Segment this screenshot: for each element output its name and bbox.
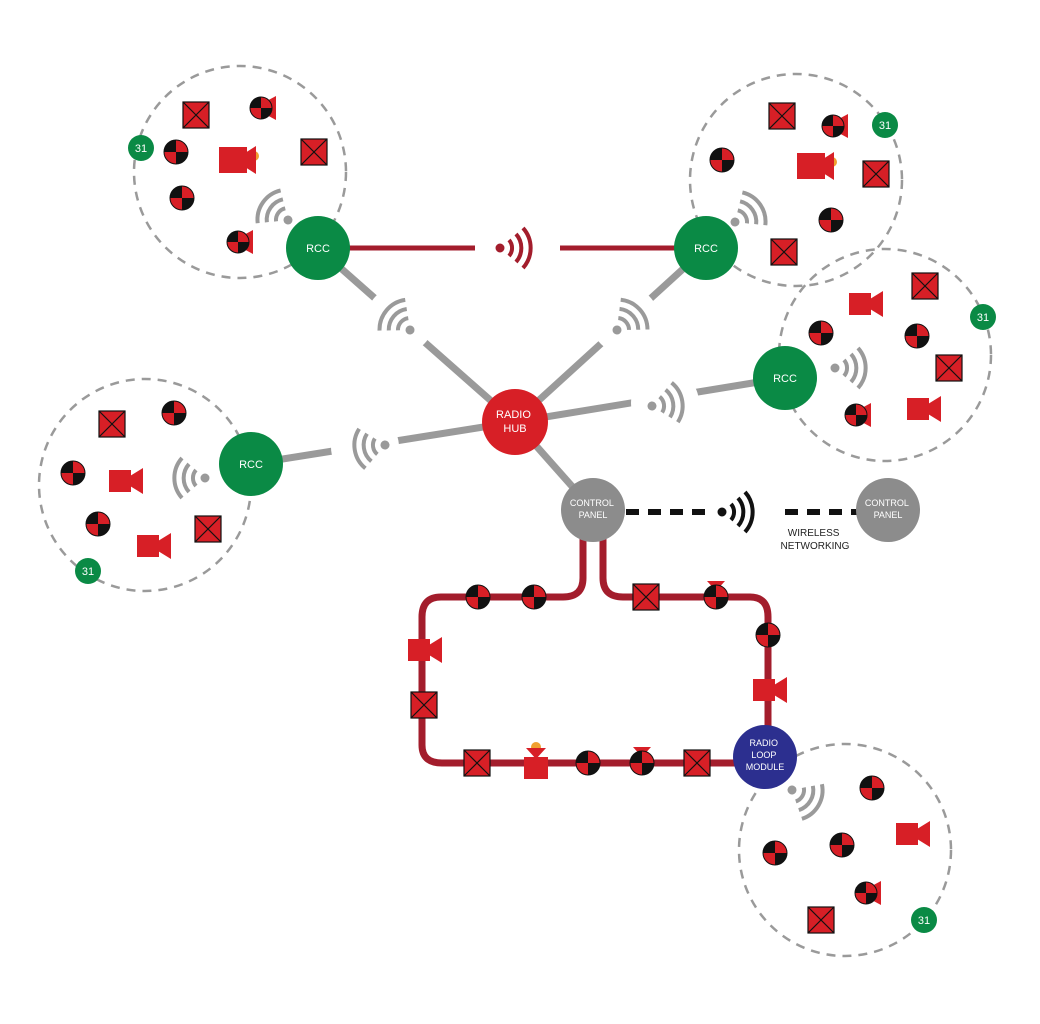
wired-loop — [418, 535, 772, 767]
svg-text:31: 31 — [977, 312, 989, 324]
call-point-icon — [194, 515, 222, 543]
control-panel-node: CONTROL PANEL — [561, 478, 625, 542]
detector-icon — [85, 511, 111, 537]
detector-icon — [859, 775, 885, 801]
control-panel-label: CONTROL PANEL — [570, 498, 616, 520]
wifi-signal-icon — [829, 346, 868, 390]
cluster-bottom-right-devices — [762, 775, 930, 934]
wireless-networking-link: WIRELESS NETWORKING — [626, 490, 857, 552]
sounder-icon — [907, 396, 941, 422]
detector-sounder-icon — [703, 580, 729, 610]
detector-icon — [60, 460, 86, 486]
cluster-bottom-right — [737, 742, 953, 958]
loop-devices — [408, 580, 787, 779]
svg-text:31: 31 — [879, 120, 891, 132]
radio-loop-module-label: RADIO LOOP MODULE — [746, 738, 785, 772]
wireless-links — [250, 245, 784, 513]
svg-text:31: 31 — [135, 143, 147, 155]
detector-icon — [709, 147, 735, 173]
rcc-node-top-right: RCC — [674, 216, 738, 280]
detector-sounder-icon — [844, 402, 872, 428]
cluster-badges: 31 31 31 31 31 — [75, 112, 996, 933]
call-point-icon — [683, 749, 711, 777]
wireless-networking-signal-icon — [716, 490, 755, 534]
sounder-beacon-icon — [797, 152, 837, 180]
radio-link-signal-icon — [494, 226, 533, 270]
cluster-badge: 31 — [970, 304, 996, 330]
radio-hub-label: RADIO HUB — [496, 409, 534, 435]
detector-icon — [904, 323, 930, 349]
detector-icon — [575, 750, 601, 776]
rcc-label: RCC — [306, 243, 330, 255]
svg-text:31: 31 — [918, 915, 930, 927]
cluster-left-devices — [60, 400, 222, 559]
detector-sounder-icon — [854, 880, 882, 906]
remote-control-panel-label: CONTROL PANEL — [865, 498, 911, 520]
sounder-icon — [109, 468, 143, 494]
cluster-right — [777, 247, 993, 463]
cluster-badge: 31 — [75, 558, 101, 584]
call-point-icon — [807, 906, 835, 934]
detector-icon — [829, 832, 855, 858]
cluster-top-right — [688, 72, 904, 288]
sounder-icon — [753, 677, 787, 703]
sounder-icon — [896, 821, 930, 847]
rcc-radio-link — [318, 226, 706, 270]
sounder-icon — [849, 291, 883, 317]
cluster-top-left — [132, 64, 348, 280]
call-point-icon — [935, 354, 963, 382]
rcc-node-left: RCC — [219, 432, 283, 496]
call-point-icon — [410, 691, 438, 719]
cluster-badge: 31 — [128, 135, 154, 161]
remote-control-panel-node: CONTROL PANEL — [856, 478, 920, 542]
rcc-label: RCC — [773, 373, 797, 385]
call-point-icon — [911, 272, 939, 300]
cluster-right-devices — [808, 272, 963, 428]
detector-sounder-icon — [249, 95, 277, 121]
detector-sounder-icon — [226, 229, 254, 255]
radio-hub-node: RADIO HUB — [482, 389, 548, 455]
rcc-node-right: RCC — [753, 346, 817, 410]
detector-icon — [755, 622, 781, 648]
call-point-icon — [770, 238, 798, 266]
detector-icon — [818, 207, 844, 233]
sounder-icon — [408, 637, 442, 663]
call-point-icon — [98, 410, 126, 438]
rcc-label: RCC — [694, 243, 718, 255]
detector-sounder-icon — [821, 113, 849, 139]
call-point-icon — [768, 102, 796, 130]
detector-sounder-icon — [629, 746, 655, 776]
wifi-signal-icon — [172, 456, 211, 500]
call-point-icon — [300, 138, 328, 166]
wireless-networking-label: WIRELESS NETWORKING — [781, 528, 850, 552]
detector-icon — [163, 139, 189, 165]
rcc-node-top-left: RCC — [286, 216, 350, 280]
radio-loop-module-node: RADIO LOOP MODULE — [733, 725, 797, 789]
rcc-label: RCC — [239, 459, 263, 471]
sounder-beacon-icon — [524, 742, 548, 779]
detector-icon — [465, 584, 491, 610]
svg-text:31: 31 — [82, 566, 94, 578]
cluster-badge: 31 — [872, 112, 898, 138]
cluster-badge: 31 — [911, 907, 937, 933]
detector-icon — [762, 840, 788, 866]
call-point-icon — [182, 101, 210, 129]
call-point-icon — [862, 160, 890, 188]
detector-icon — [808, 320, 834, 346]
call-point-icon — [632, 583, 660, 611]
sounder-beacon-icon — [219, 146, 259, 174]
detector-icon — [161, 400, 187, 426]
detector-icon — [521, 584, 547, 610]
sounder-icon — [137, 533, 171, 559]
detector-icon — [169, 185, 195, 211]
call-point-icon — [463, 749, 491, 777]
